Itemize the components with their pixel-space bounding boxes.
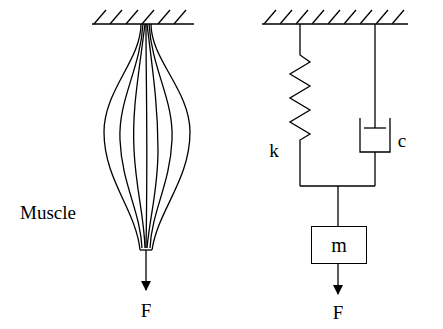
mass-label: m [331, 235, 347, 255]
force-label: F [141, 301, 152, 320]
mass-box: m [311, 226, 367, 264]
damping-constant: c [398, 131, 406, 150]
muscle-outline [104, 24, 190, 250]
ceiling-hatch [264, 10, 404, 24]
spring-constant: k [269, 141, 279, 160]
force-arrow [337, 264, 338, 294]
ceiling-hatch [94, 10, 186, 24]
force-label: F [333, 303, 344, 322]
force-arrow [145, 250, 146, 290]
link-rod [337, 186, 338, 226]
spring [290, 24, 310, 186]
part-name: Muscle [20, 203, 76, 222]
dashpot [360, 24, 390, 186]
ceiling [262, 23, 408, 24]
